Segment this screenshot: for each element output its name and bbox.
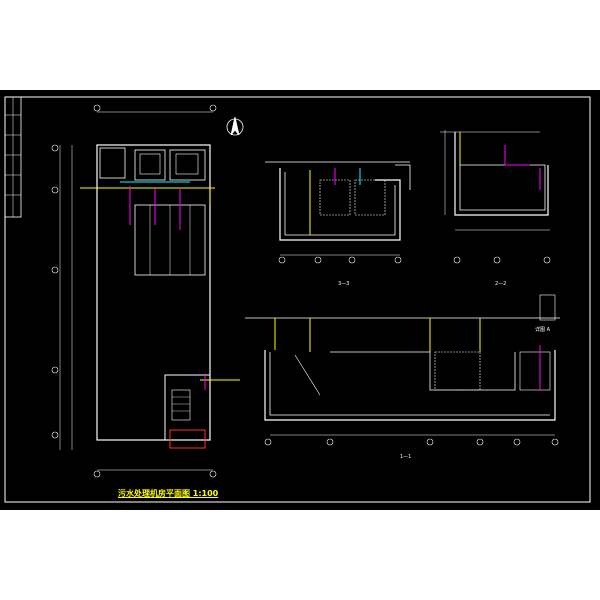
section-3-3-bubbles xyxy=(278,256,402,264)
section-1-1-pipes xyxy=(274,318,541,390)
cad-drawing xyxy=(4,96,591,503)
plan-grid-bubbles xyxy=(51,104,217,478)
drawing-sheet: 污水处理机房平面图 1:100 1—1 3—3 2—2 详图 A xyxy=(0,90,600,510)
section-2-2-bubbles xyxy=(453,256,551,264)
sheet-border xyxy=(4,96,591,503)
section-1-1 xyxy=(245,317,560,436)
section-3-3-label: 3—3 xyxy=(338,281,350,287)
detail-a xyxy=(539,294,556,321)
annex-door xyxy=(169,429,206,449)
detail-label: 详图 A xyxy=(535,327,551,333)
section-3-3 xyxy=(265,161,411,256)
plan-title: 污水处理机房平面图 1:100 xyxy=(118,489,219,498)
north-arrow xyxy=(226,116,244,136)
section-1-1-label: 1—1 xyxy=(400,454,412,460)
section-3-3-pipes xyxy=(309,168,361,235)
title-strip-lines xyxy=(5,97,21,217)
section-2-2-pipes xyxy=(459,132,541,190)
section-2-2-label: 2—2 xyxy=(495,281,507,287)
plan-view xyxy=(59,111,213,471)
section-2-2 xyxy=(440,130,550,231)
plan-pipes xyxy=(80,181,240,390)
section-1-1-bubbles xyxy=(264,438,559,446)
